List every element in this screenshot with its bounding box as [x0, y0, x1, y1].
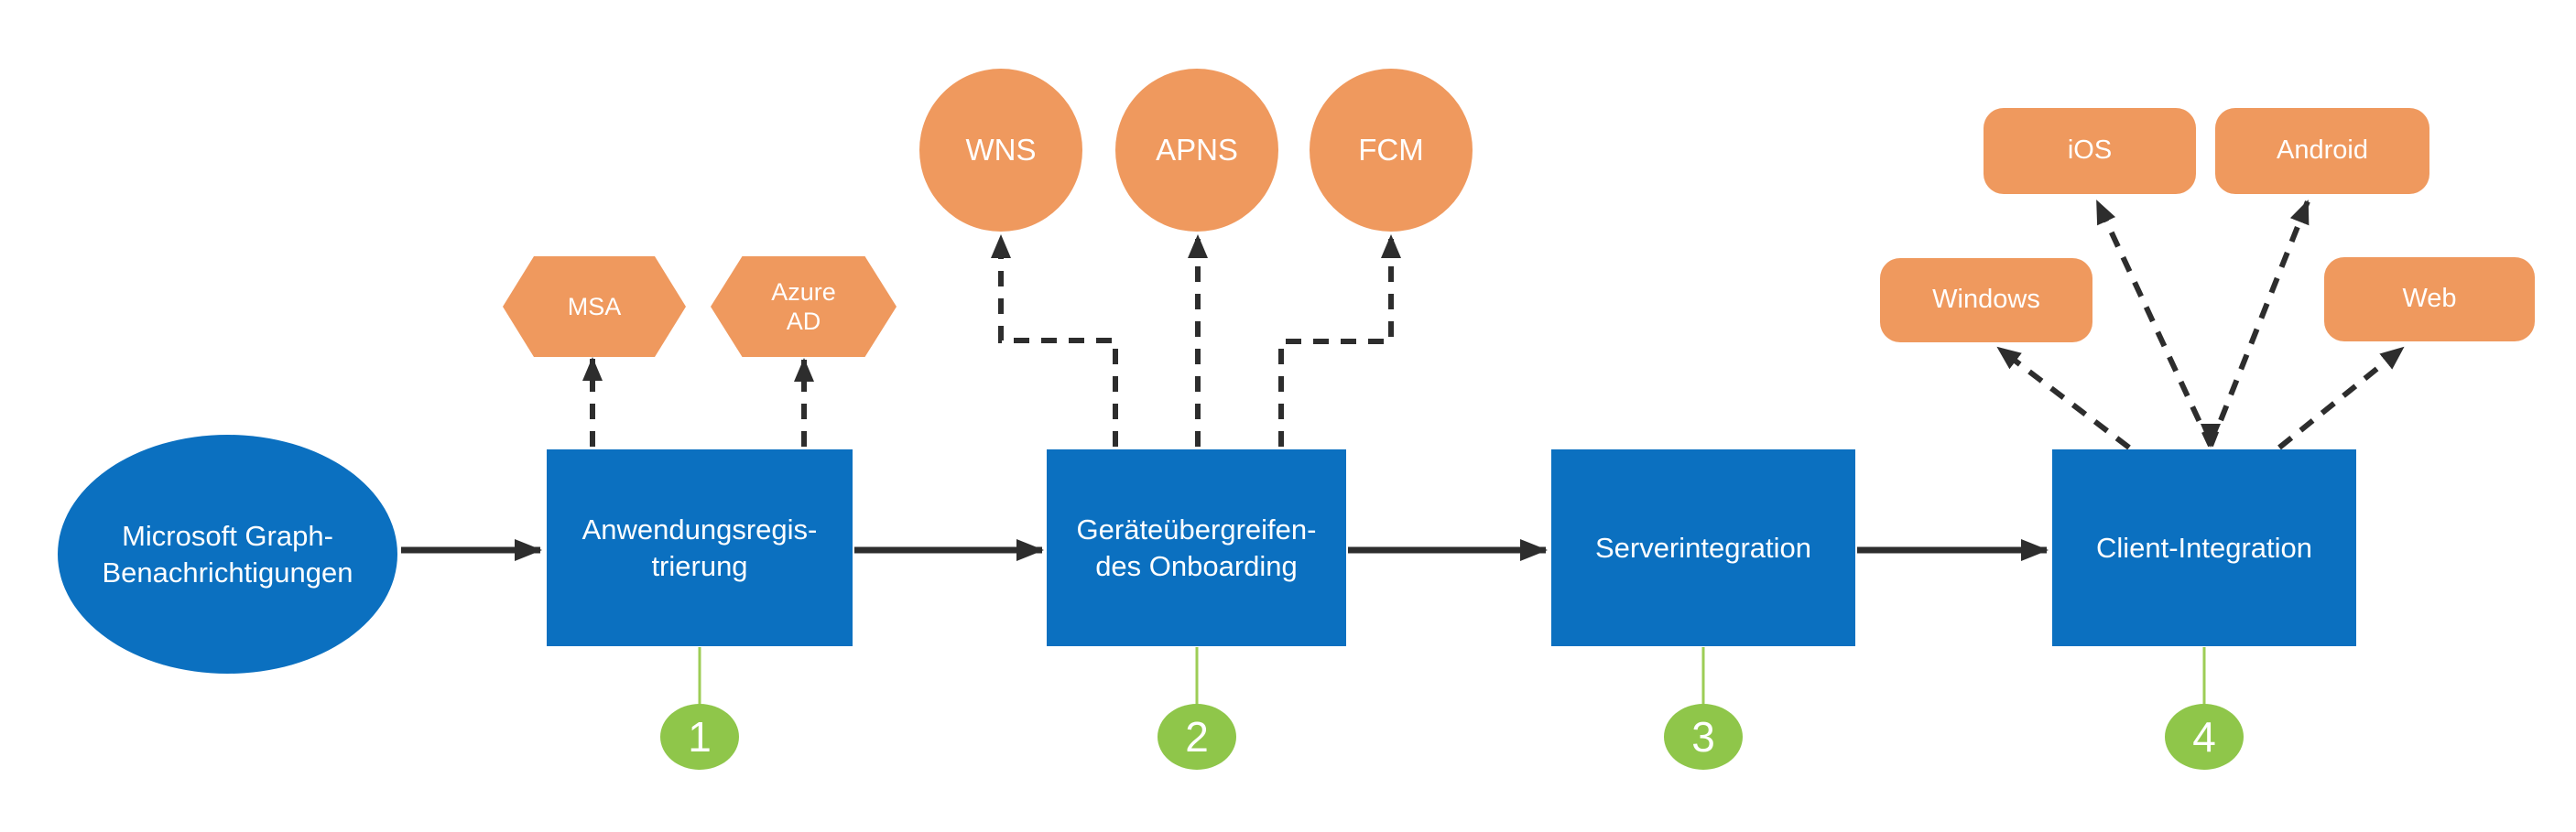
- push-service-wns: WNS: [919, 69, 1082, 232]
- platform-label: Web: [2402, 284, 2457, 314]
- platform-windows: Windows: [1880, 258, 2092, 342]
- step-number-badge-3: 3: [1664, 704, 1743, 770]
- push-service-label: FCM: [1358, 132, 1424, 167]
- step-label: Serverintegration: [1594, 531, 1812, 564]
- platform-web: Web: [2324, 257, 2535, 341]
- step-number: 3: [1691, 713, 1715, 761]
- step-label: Anwendungsregis- trierung: [582, 513, 818, 582]
- push-service-apns: APNS: [1115, 69, 1278, 232]
- source-node-microsoft-graph: Microsoft Graph- Benachrichtigungen: [58, 435, 397, 674]
- step-number-badge-2: 2: [1158, 704, 1236, 770]
- push-service-fcm: FCM: [1310, 69, 1473, 232]
- down-arrowhead: [2201, 424, 2221, 448]
- step-box-anwendungsregistrierung: Anwendungsregis- trierung: [547, 449, 853, 646]
- step-label: Geräteübergreifen- des Onboarding: [1076, 513, 1317, 582]
- platform-label: iOS: [2067, 135, 2113, 166]
- step-number-badge-1: 1: [660, 704, 739, 770]
- push-service-label: WNS: [965, 132, 1037, 167]
- idp-node-azure-ad: Azure AD: [711, 256, 897, 357]
- step-box-geraeteuebergreifendes-onboarding: Geräteübergreifen- des Onboarding: [1047, 449, 1346, 646]
- step-badge-connectors: [698, 647, 2206, 705]
- idp-label: Azure AD: [771, 277, 836, 335]
- platform-label: Windows: [1932, 285, 2040, 315]
- push-connectors: [991, 234, 1401, 447]
- idp-connectors: [582, 357, 814, 447]
- step-number-badge-4: 4: [2165, 704, 2244, 770]
- push-service-label: APNS: [1156, 132, 1238, 167]
- step-number: 2: [1185, 713, 1209, 761]
- platform-ios: iOS: [1984, 108, 2196, 194]
- step-number: 4: [2192, 713, 2216, 761]
- step-label: Client-Integration: [2095, 531, 2313, 564]
- step-box-client-integration: Client-Integration: [2052, 449, 2356, 646]
- platform-android: Android: [2215, 108, 2429, 194]
- step-box-serverintegration: Serverintegration: [1551, 449, 1855, 646]
- idp-label: MSA: [567, 292, 622, 320]
- step-number: 1: [688, 713, 712, 761]
- idp-node-msa: MSA: [503, 256, 686, 357]
- platform-connectors: [1996, 200, 2405, 450]
- source-label: Microsoft Graph- Benachrichtigungen: [102, 519, 353, 589]
- platform-label: Android: [2277, 135, 2368, 166]
